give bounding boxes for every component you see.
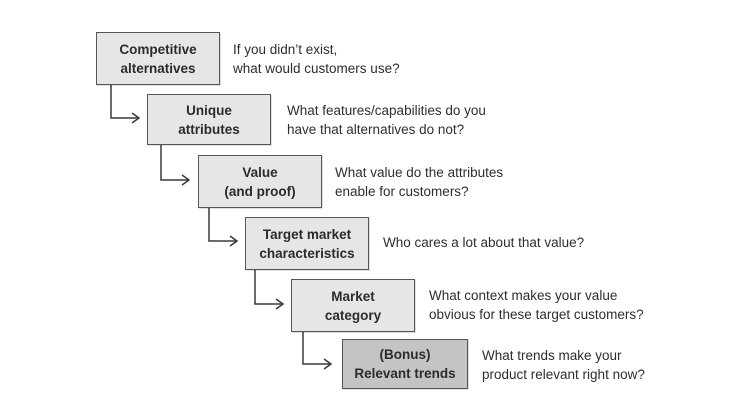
- step-label-line-1: Market: [331, 288, 375, 304]
- question-line-2: have that alternatives do not?: [287, 122, 465, 137]
- arrowhead-2: [181, 174, 191, 186]
- step-label-line-2: characteristics: [259, 245, 355, 261]
- question-line-1: If you didn’t exist,: [233, 42, 338, 57]
- step-label-line-2: (and proof): [224, 183, 296, 199]
- question-line-2: what would customers use?: [233, 61, 400, 76]
- step-question-target-market: Who cares a lot about that value?: [383, 233, 584, 252]
- question-line-1: What value do the attributes: [335, 165, 504, 180]
- question-line-1: Who cares a lot about that value?: [383, 235, 585, 250]
- step-question-relevant-trends: What trends make your product relevant r…: [482, 346, 645, 384]
- step-box-target-market: Target market characteristics: [245, 217, 369, 270]
- question-line-2: enable for customers?: [335, 184, 469, 199]
- step-question-market-category: What context makes your value obvious fo…: [429, 286, 644, 324]
- question-line-2: obvious for these target customers?: [429, 307, 644, 322]
- question-line-1: What context makes your value: [429, 288, 618, 303]
- connector-arrow-5: [302, 332, 331, 365]
- arrowhead-5: [323, 358, 333, 370]
- step-question-value: What value do the attributes enable for …: [335, 163, 503, 201]
- step-label-line-1: (Bonus): [379, 347, 431, 362]
- step-label-line-1: Value: [242, 164, 278, 180]
- step-label-line-1: Competitive: [119, 41, 197, 57]
- step-question-competitive-alternatives: If you didn’t exist, what would customer…: [233, 40, 400, 78]
- step-question-unique-attributes: What features/capabilities do you have t…: [287, 101, 486, 139]
- arrowhead-3: [229, 235, 239, 247]
- connector-arrow-4: [254, 270, 283, 305]
- connector-arrow-2: [160, 145, 189, 181]
- question-line-1: What features/capabilities do you: [287, 103, 486, 118]
- step-box-market-category: Market category: [291, 279, 415, 332]
- step-box-unique-attributes: Unique attributes: [147, 94, 271, 145]
- step-box-competitive-alternatives: Competitive alternatives: [96, 32, 220, 85]
- step-label-line-2: alternatives: [120, 60, 196, 76]
- question-line-1: What trends make your: [482, 348, 622, 363]
- step-box-relevant-trends: (Bonus) Relevant trends: [342, 339, 468, 389]
- step-label-line-2: attributes: [178, 121, 240, 137]
- step-label-line-1: Target market: [262, 226, 352, 242]
- step-label-line-1: Unique: [186, 102, 232, 118]
- step-label-line-2: Relevant trends: [354, 366, 456, 381]
- question-line-2: product relevant right now?: [482, 367, 645, 382]
- arrowhead-1: [131, 112, 141, 124]
- step-box-value: Value (and proof): [198, 155, 322, 208]
- connector-arrow-3: [208, 208, 237, 242]
- step-label-line-2: category: [324, 307, 382, 323]
- connector-arrow-1: [110, 85, 139, 119]
- arrowhead-4: [275, 298, 285, 310]
